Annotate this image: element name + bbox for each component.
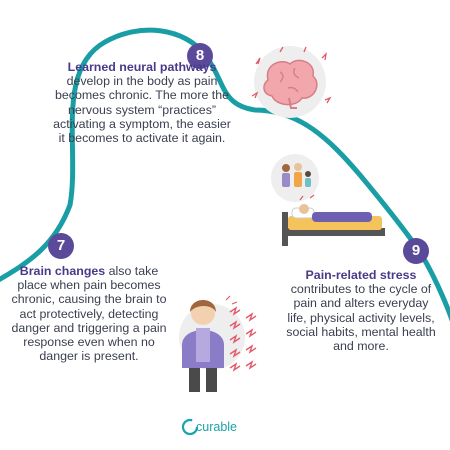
brain-illustration bbox=[251, 46, 332, 118]
step-7-text: Brain changes also take place when pain … bbox=[4, 264, 174, 363]
step-9-text: Pain-related stress contributes to the c… bbox=[286, 268, 436, 353]
person-illustration bbox=[179, 295, 257, 392]
journey-path bbox=[0, 27, 450, 322]
step-7-highlight: Brain changes bbox=[19, 264, 106, 278]
step-9-badge: 9 bbox=[403, 238, 429, 264]
step-8-body: develop in the body as pain becomes chro… bbox=[53, 74, 231, 146]
step-7-badge: 7 bbox=[48, 233, 74, 259]
step-8-highlight: Learned neural pathways bbox=[67, 60, 217, 74]
step-8-text: Learned neural pathways develop in the b… bbox=[52, 60, 232, 145]
step-8-badge: 8 bbox=[187, 43, 213, 69]
bed-illustration bbox=[271, 154, 385, 246]
step-9-highlight: Pain-related stress bbox=[305, 268, 417, 282]
curable-logo: curable bbox=[196, 420, 237, 434]
step-9-body: contributes to the cycle of pain and alt… bbox=[286, 282, 436, 354]
logo-c-circle bbox=[181, 418, 199, 436]
step-7-body: also take place when pain becomes chroni… bbox=[11, 264, 167, 364]
